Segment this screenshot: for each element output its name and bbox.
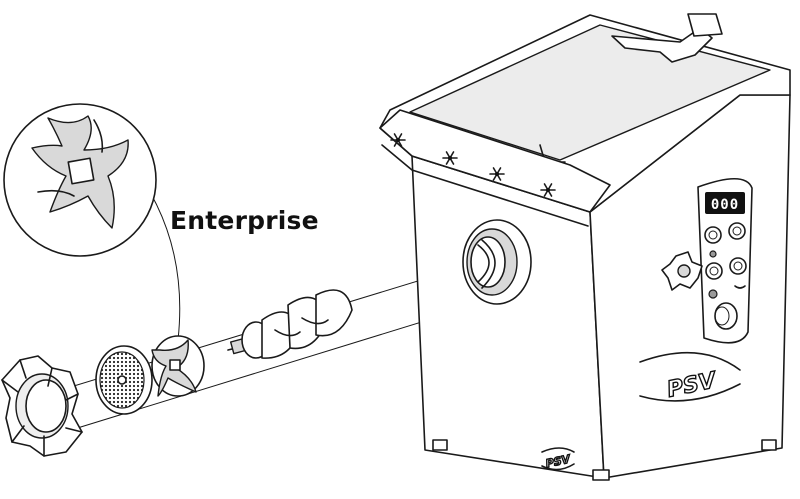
star-handle-knob[interactable] [661, 251, 703, 291]
cutting-knife [151, 335, 205, 397]
control-panel: 000 [697, 178, 753, 344]
display-digit: 0 [730, 197, 739, 213]
display-digits: 000 [711, 197, 739, 213]
display-digit: 0 [720, 197, 729, 213]
digital-display [705, 192, 745, 214]
auger-worm-screw [227, 289, 353, 359]
svg-text:000: 000 [711, 197, 739, 213]
lid-handle [611, 27, 713, 63]
perforated-plate [95, 345, 153, 415]
panel-button[interactable] [728, 222, 746, 240]
panel-button[interactable] [704, 226, 722, 244]
front-cowl [379, 109, 611, 213]
knife-detail-zoom [3, 103, 157, 257]
indicator-light [708, 289, 718, 299]
panel-button[interactable] [729, 257, 747, 275]
diagram-title: Enterprise [170, 206, 319, 235]
locking-ring-nut [1, 355, 83, 457]
indicator-light [709, 250, 717, 258]
psv-logo-icon: PSV [541, 447, 575, 471]
brand-mark: PSV [545, 452, 573, 470]
display-digit: 0 [711, 197, 720, 213]
grinder-outlet-port [462, 219, 532, 305]
panel-button[interactable] [705, 262, 723, 280]
rotary-knob[interactable] [714, 302, 738, 330]
